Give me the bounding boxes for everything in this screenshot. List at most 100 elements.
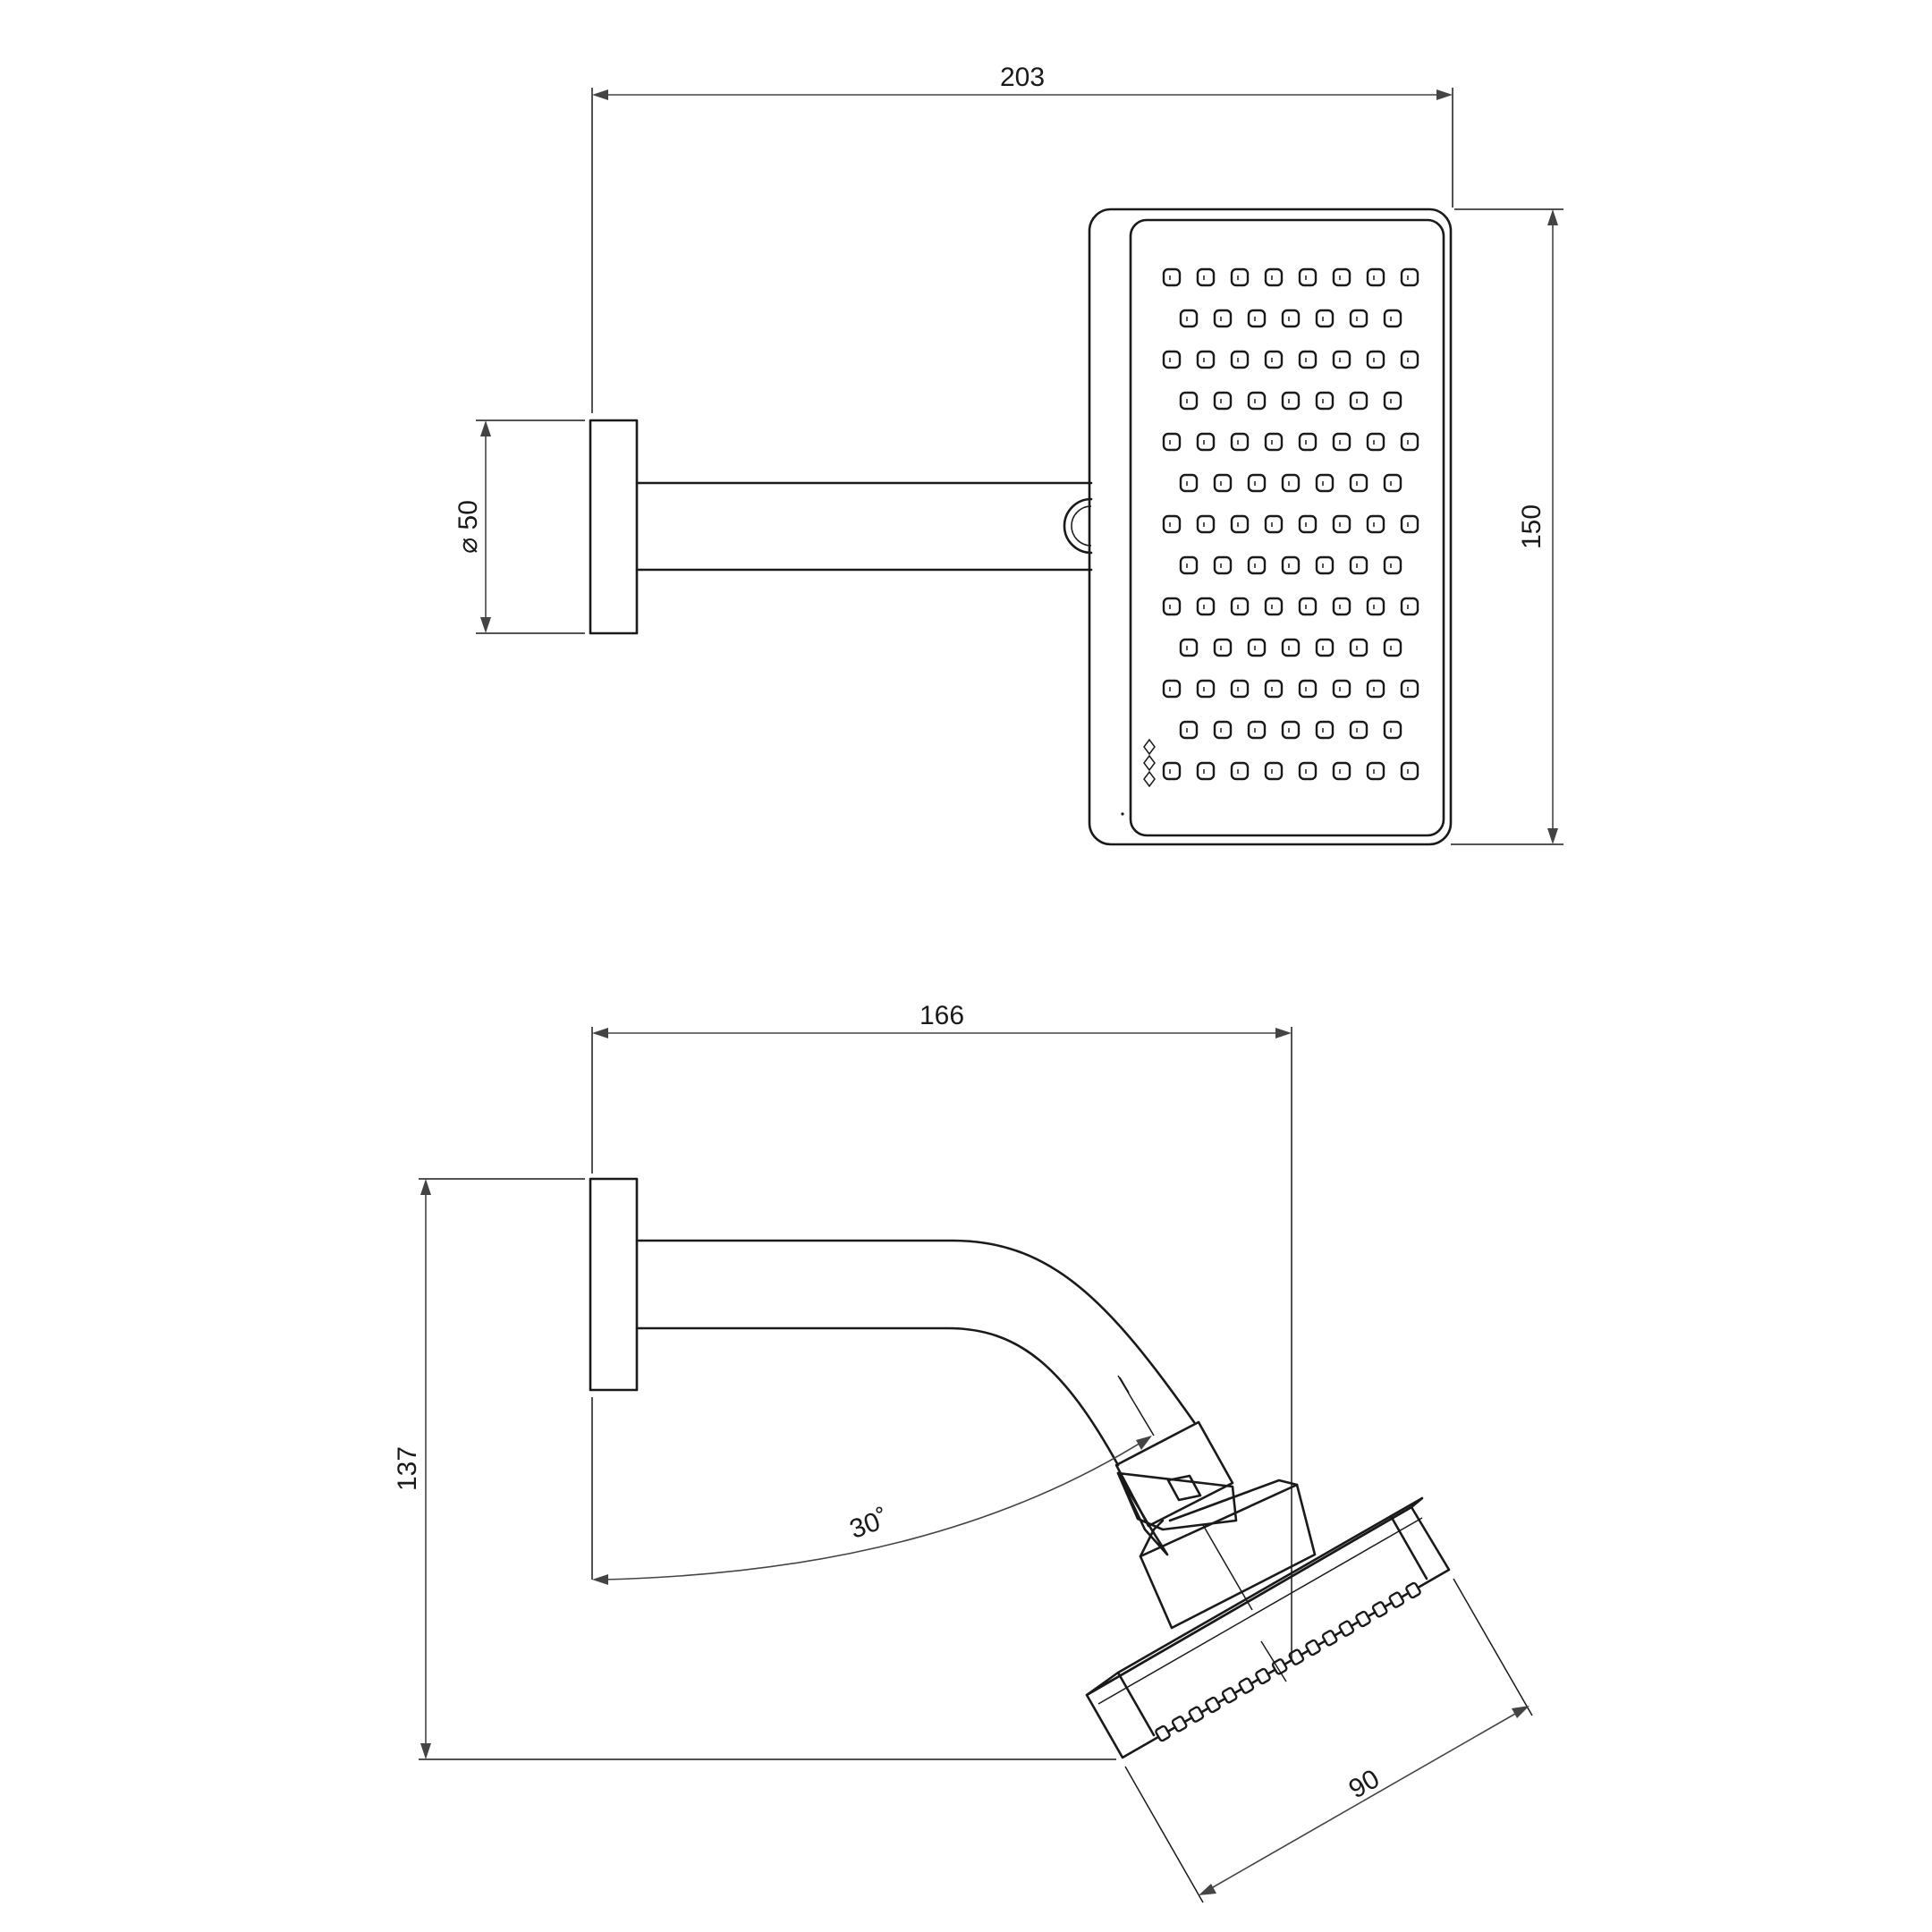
side-nozzle (1171, 1716, 1188, 1733)
top-head-body (1088, 208, 1453, 846)
top-view: 203 150 ⌀ 50 (453, 63, 1563, 846)
nozzle (1315, 555, 1335, 575)
side-nozzle (1255, 1667, 1271, 1685)
nozzle (1315, 638, 1335, 657)
nozzle (1196, 432, 1216, 452)
side-nozzle-row (1155, 1581, 1421, 1742)
dimension-diameter-50: ⌀ 50 (453, 419, 585, 634)
nozzle-grid (1162, 267, 1419, 781)
nozzle (1383, 391, 1402, 411)
side-nozzle (1205, 1696, 1221, 1714)
nozzle (1298, 761, 1318, 781)
nozzle (1264, 432, 1284, 452)
dimension-angle-30-label: 30˚ (846, 1504, 893, 1545)
nozzle (1332, 432, 1352, 452)
nozzle (1298, 350, 1318, 369)
nozzle (1281, 391, 1301, 411)
nozzle (1179, 309, 1199, 328)
nozzle (1383, 638, 1402, 657)
side-nozzle (1155, 1724, 1171, 1742)
side-nozzle (1355, 1610, 1371, 1628)
nozzle (1230, 267, 1250, 287)
nozzle (1400, 267, 1419, 287)
nozzle (1366, 514, 1385, 534)
nozzle (1162, 597, 1182, 616)
brand-logo-icon (1143, 738, 1156, 788)
side-wall-flange (589, 1177, 639, 1392)
dimension-166-label: 166 (919, 1001, 964, 1030)
nozzle (1349, 473, 1368, 493)
dimension-137-label: 137 (393, 1446, 422, 1491)
nozzle (1383, 555, 1402, 575)
nozzle (1179, 391, 1199, 411)
nozzle (1400, 597, 1419, 616)
nozzle (1400, 679, 1419, 699)
nozzle (1230, 514, 1250, 534)
nozzle (1332, 679, 1352, 699)
nozzle (1264, 761, 1284, 781)
nozzle (1332, 267, 1352, 287)
nozzle (1315, 473, 1335, 493)
nozzle (1247, 473, 1267, 493)
nozzle (1162, 761, 1182, 781)
nozzle (1264, 514, 1284, 534)
nozzle (1264, 597, 1284, 616)
nozzle (1366, 267, 1385, 287)
nozzle (1162, 514, 1182, 534)
top-swivel-joint (1063, 497, 1093, 555)
nozzle (1383, 720, 1402, 740)
nozzle (1213, 391, 1233, 411)
nozzle (1281, 638, 1301, 657)
side-nozzle (1288, 1648, 1305, 1665)
nozzle (1196, 679, 1216, 699)
nozzle (1213, 720, 1233, 740)
side-nozzle (1305, 1639, 1321, 1657)
nozzle (1332, 514, 1352, 534)
nozzle (1332, 350, 1352, 369)
nozzle (1383, 309, 1402, 328)
dimension-203-label: 203 (1000, 63, 1045, 92)
nozzle (1281, 555, 1301, 575)
side-nozzle (1188, 1706, 1205, 1723)
nozzle (1196, 514, 1216, 534)
nozzle (1281, 309, 1301, 328)
nozzle (1179, 720, 1199, 740)
nozzle (1332, 597, 1352, 616)
dimension-150-label: 150 (1517, 504, 1546, 549)
nozzle (1332, 761, 1352, 781)
nozzle (1196, 761, 1216, 781)
dimension-137: 137 (393, 1178, 1116, 1760)
nozzle (1366, 597, 1385, 616)
nozzle (1196, 350, 1216, 369)
nozzle (1400, 432, 1419, 452)
dimension-203: 203 (591, 63, 1453, 413)
nozzle (1315, 720, 1335, 740)
nozzle (1298, 597, 1318, 616)
side-neck-connector (1116, 1471, 1238, 1531)
nozzle (1247, 720, 1267, 740)
nozzle (1162, 267, 1182, 287)
nozzle (1315, 309, 1335, 328)
nozzle (1400, 350, 1419, 369)
nozzle (1230, 350, 1250, 369)
nozzle (1264, 350, 1284, 369)
side-nozzle (1238, 1677, 1255, 1694)
side-nozzle (1271, 1658, 1288, 1675)
nozzle (1162, 679, 1182, 699)
nozzle (1315, 391, 1335, 411)
side-nozzle (1338, 1620, 1355, 1637)
nozzle (1349, 638, 1368, 657)
nozzle (1247, 391, 1267, 411)
dimension-90-label: 90 (1344, 1764, 1385, 1804)
nozzle (1179, 473, 1199, 493)
side-nozzle (1221, 1687, 1238, 1704)
nozzle (1179, 555, 1199, 575)
dimension-150: 150 (1451, 208, 1563, 845)
side-nozzle (1388, 1591, 1405, 1608)
nozzle (1247, 309, 1267, 328)
dimension-angle-30: 30˚ (592, 1375, 1155, 1585)
dimension-90: 90 (1124, 1578, 1533, 1903)
nozzle (1196, 597, 1216, 616)
side-nozzle (1321, 1630, 1338, 1647)
side-view: 166 137 30˚ 90 (393, 1001, 1533, 1903)
